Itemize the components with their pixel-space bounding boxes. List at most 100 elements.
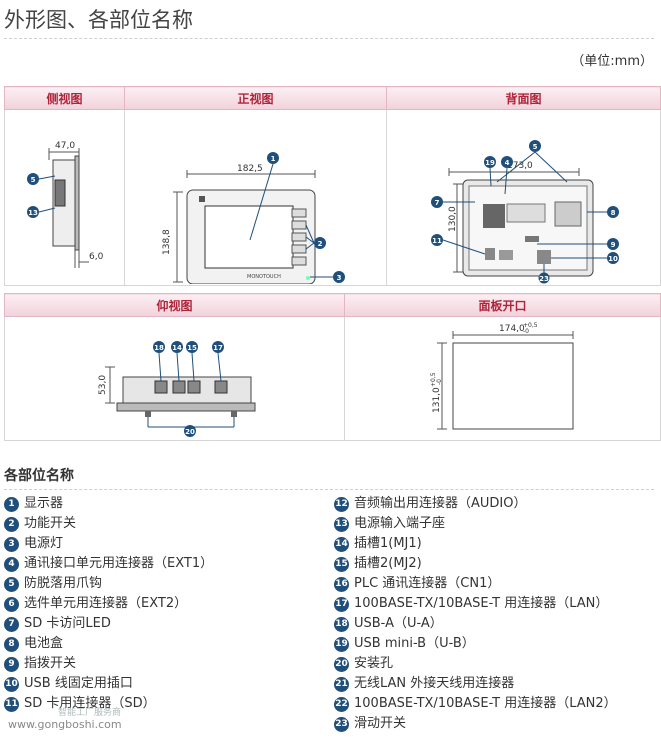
side-callout-13: 13 — [28, 209, 38, 217]
front-dim-height: 138,8 — [162, 229, 172, 255]
bottom-callout-17: 17 — [213, 344, 223, 352]
back-callout-4: 4 — [505, 159, 510, 167]
part-number-badge: 22 — [334, 696, 349, 712]
parts-section-title: 各部位名称 — [4, 468, 74, 484]
list-item: 10 USB 线固定用插口 — [4, 674, 213, 694]
front-callout-1: 1 — [271, 155, 276, 163]
cutout-dim-width: 174,0 — [499, 324, 525, 334]
part-number-badge: 10 — [4, 676, 19, 692]
part-label: 功能开关 — [24, 516, 77, 531]
page-title: 外形图、各部位名称 — [4, 4, 654, 39]
part-label: 通讯接口单元用连接器（EXT1） — [24, 556, 214, 571]
watermark-slogan: 智能工厂服务商 — [58, 708, 122, 718]
bottom-dim-height: 53,0 — [98, 375, 108, 395]
list-item: 21 无线LAN 外接天线用连接器 — [334, 674, 617, 694]
back-callout-10: 10 — [608, 255, 618, 263]
list-item: 14 插槽1(MJ1) — [334, 534, 617, 554]
part-number-badge: 13 — [334, 516, 349, 532]
back-view-cell: 173,0 130,0 5 19 — [386, 109, 661, 286]
part-label: 电池盒 — [24, 636, 64, 651]
bottom-callout-15: 15 — [187, 344, 197, 352]
cutout-header: 面板开口 — [344, 293, 661, 317]
part-number-badge: 2 — [4, 516, 19, 532]
list-item: 15 插槽2(MJ2) — [334, 554, 617, 574]
part-label: 100BASE-TX/10BASE-T 用连接器（LAN2） — [354, 696, 617, 711]
part-label: 显示器 — [24, 496, 64, 511]
front-dim-width: 182,5 — [237, 164, 263, 174]
side-callout-5: 5 — [31, 176, 36, 184]
part-number-badge: 14 — [334, 536, 349, 552]
svg-text:+0,5: +0,5 — [523, 322, 538, 329]
front-brand: MONOTOUCH — [247, 274, 281, 280]
part-label: PLC 通讯连接器（CN1） — [354, 576, 501, 591]
part-number-badge: 20 — [334, 656, 349, 672]
part-number-badge: 7 — [4, 616, 19, 632]
part-label: USB 线固定用插口 — [24, 676, 133, 691]
part-number-badge: 15 — [334, 556, 349, 572]
front-callout-3: 3 — [337, 274, 342, 282]
side-dim-depth: 6,0 — [89, 252, 104, 262]
parts-list-right: 12 音频输出用连接器（AUDIO） 13 电源输入端子座 14 插槽1(MJ1) 1… — [334, 494, 617, 734]
back-callout-7: 7 — [435, 199, 440, 207]
svg-text:-0: -0 — [436, 379, 443, 385]
back-callout-11: 11 — [432, 237, 442, 245]
cutout-dim-height: 131,0 — [432, 387, 442, 413]
back-callout-9: 9 — [611, 241, 616, 249]
list-item: 22 100BASE-TX/10BASE-T 用连接器（LAN2） — [334, 694, 617, 714]
list-item: 1 显示器 — [4, 494, 213, 514]
side-view-header: 侧视图 — [4, 86, 125, 110]
list-item: 12 音频输出用连接器（AUDIO） — [334, 494, 617, 514]
part-label: 安装孔 — [354, 656, 394, 671]
back-callout-8: 8 — [611, 209, 616, 217]
part-label: USB-A（U-A） — [354, 616, 443, 631]
bottom-view-cell: 53,0 18 14 15 17 — [4, 316, 345, 441]
bottom-view-header: 仰视图 — [4, 293, 345, 317]
back-callout-19: 19 — [485, 159, 495, 167]
parts-divider — [4, 489, 654, 490]
bottom-views-table: 仰视图 面板开口 53,0 18 14 — [4, 293, 661, 441]
part-label: 防脱落用爪钩 — [24, 576, 103, 591]
list-item: 23 滑动开关 — [334, 714, 617, 734]
part-label: 100BASE-TX/10BASE-T 用连接器（LAN） — [354, 596, 609, 611]
unit-note: （单位:mm） — [571, 54, 653, 69]
part-number-badge: 23 — [334, 716, 349, 732]
top-views-table: 侧视图 正视图 背面图 47,0 6,0 5 13 — [4, 86, 661, 286]
part-number-badge: 5 — [4, 576, 19, 592]
part-number-badge: 1 — [4, 496, 19, 512]
part-label: SD 卡访问LED — [24, 616, 111, 631]
front-callout-2: 2 — [318, 240, 323, 248]
part-label: 插槽1(MJ1) — [354, 536, 422, 551]
part-label: 指拨开关 — [24, 656, 77, 671]
part-number-badge: 12 — [334, 496, 349, 512]
part-label: 电源输入端子座 — [354, 516, 446, 531]
side-view-drawing: 47,0 6,0 5 13 — [27, 141, 104, 268]
back-view-header: 背面图 — [386, 86, 661, 110]
svg-text:-0: -0 — [523, 328, 529, 335]
part-number-badge: 21 — [334, 676, 349, 692]
part-label: 音频输出用连接器（AUDIO） — [354, 496, 527, 511]
back-callout-23: 23 — [539, 275, 549, 283]
front-view-header: 正视图 — [124, 86, 387, 110]
part-label: SD 卡用连接器（SD） — [24, 696, 156, 711]
list-item: 2 功能开关 — [4, 514, 213, 534]
watermark-url: www.gongboshi.com — [8, 718, 122, 731]
part-label: 无线LAN 外接天线用连接器 — [354, 676, 515, 691]
part-label: 滑动开关 — [354, 716, 407, 731]
bottom-callout-14: 14 — [172, 344, 182, 352]
part-label: 插槽2(MJ2) — [354, 556, 422, 571]
part-label: 选件单元用连接器（EXT2） — [24, 596, 188, 611]
list-item: 5 防脱落用爪钩 — [4, 574, 213, 594]
cutout-cell: 174,0 +0,5 -0 131,0 +0,5 -0 — [344, 316, 661, 441]
part-number-badge: 19 — [334, 636, 349, 652]
bottom-view-drawing: 53,0 18 14 15 17 — [98, 341, 256, 437]
